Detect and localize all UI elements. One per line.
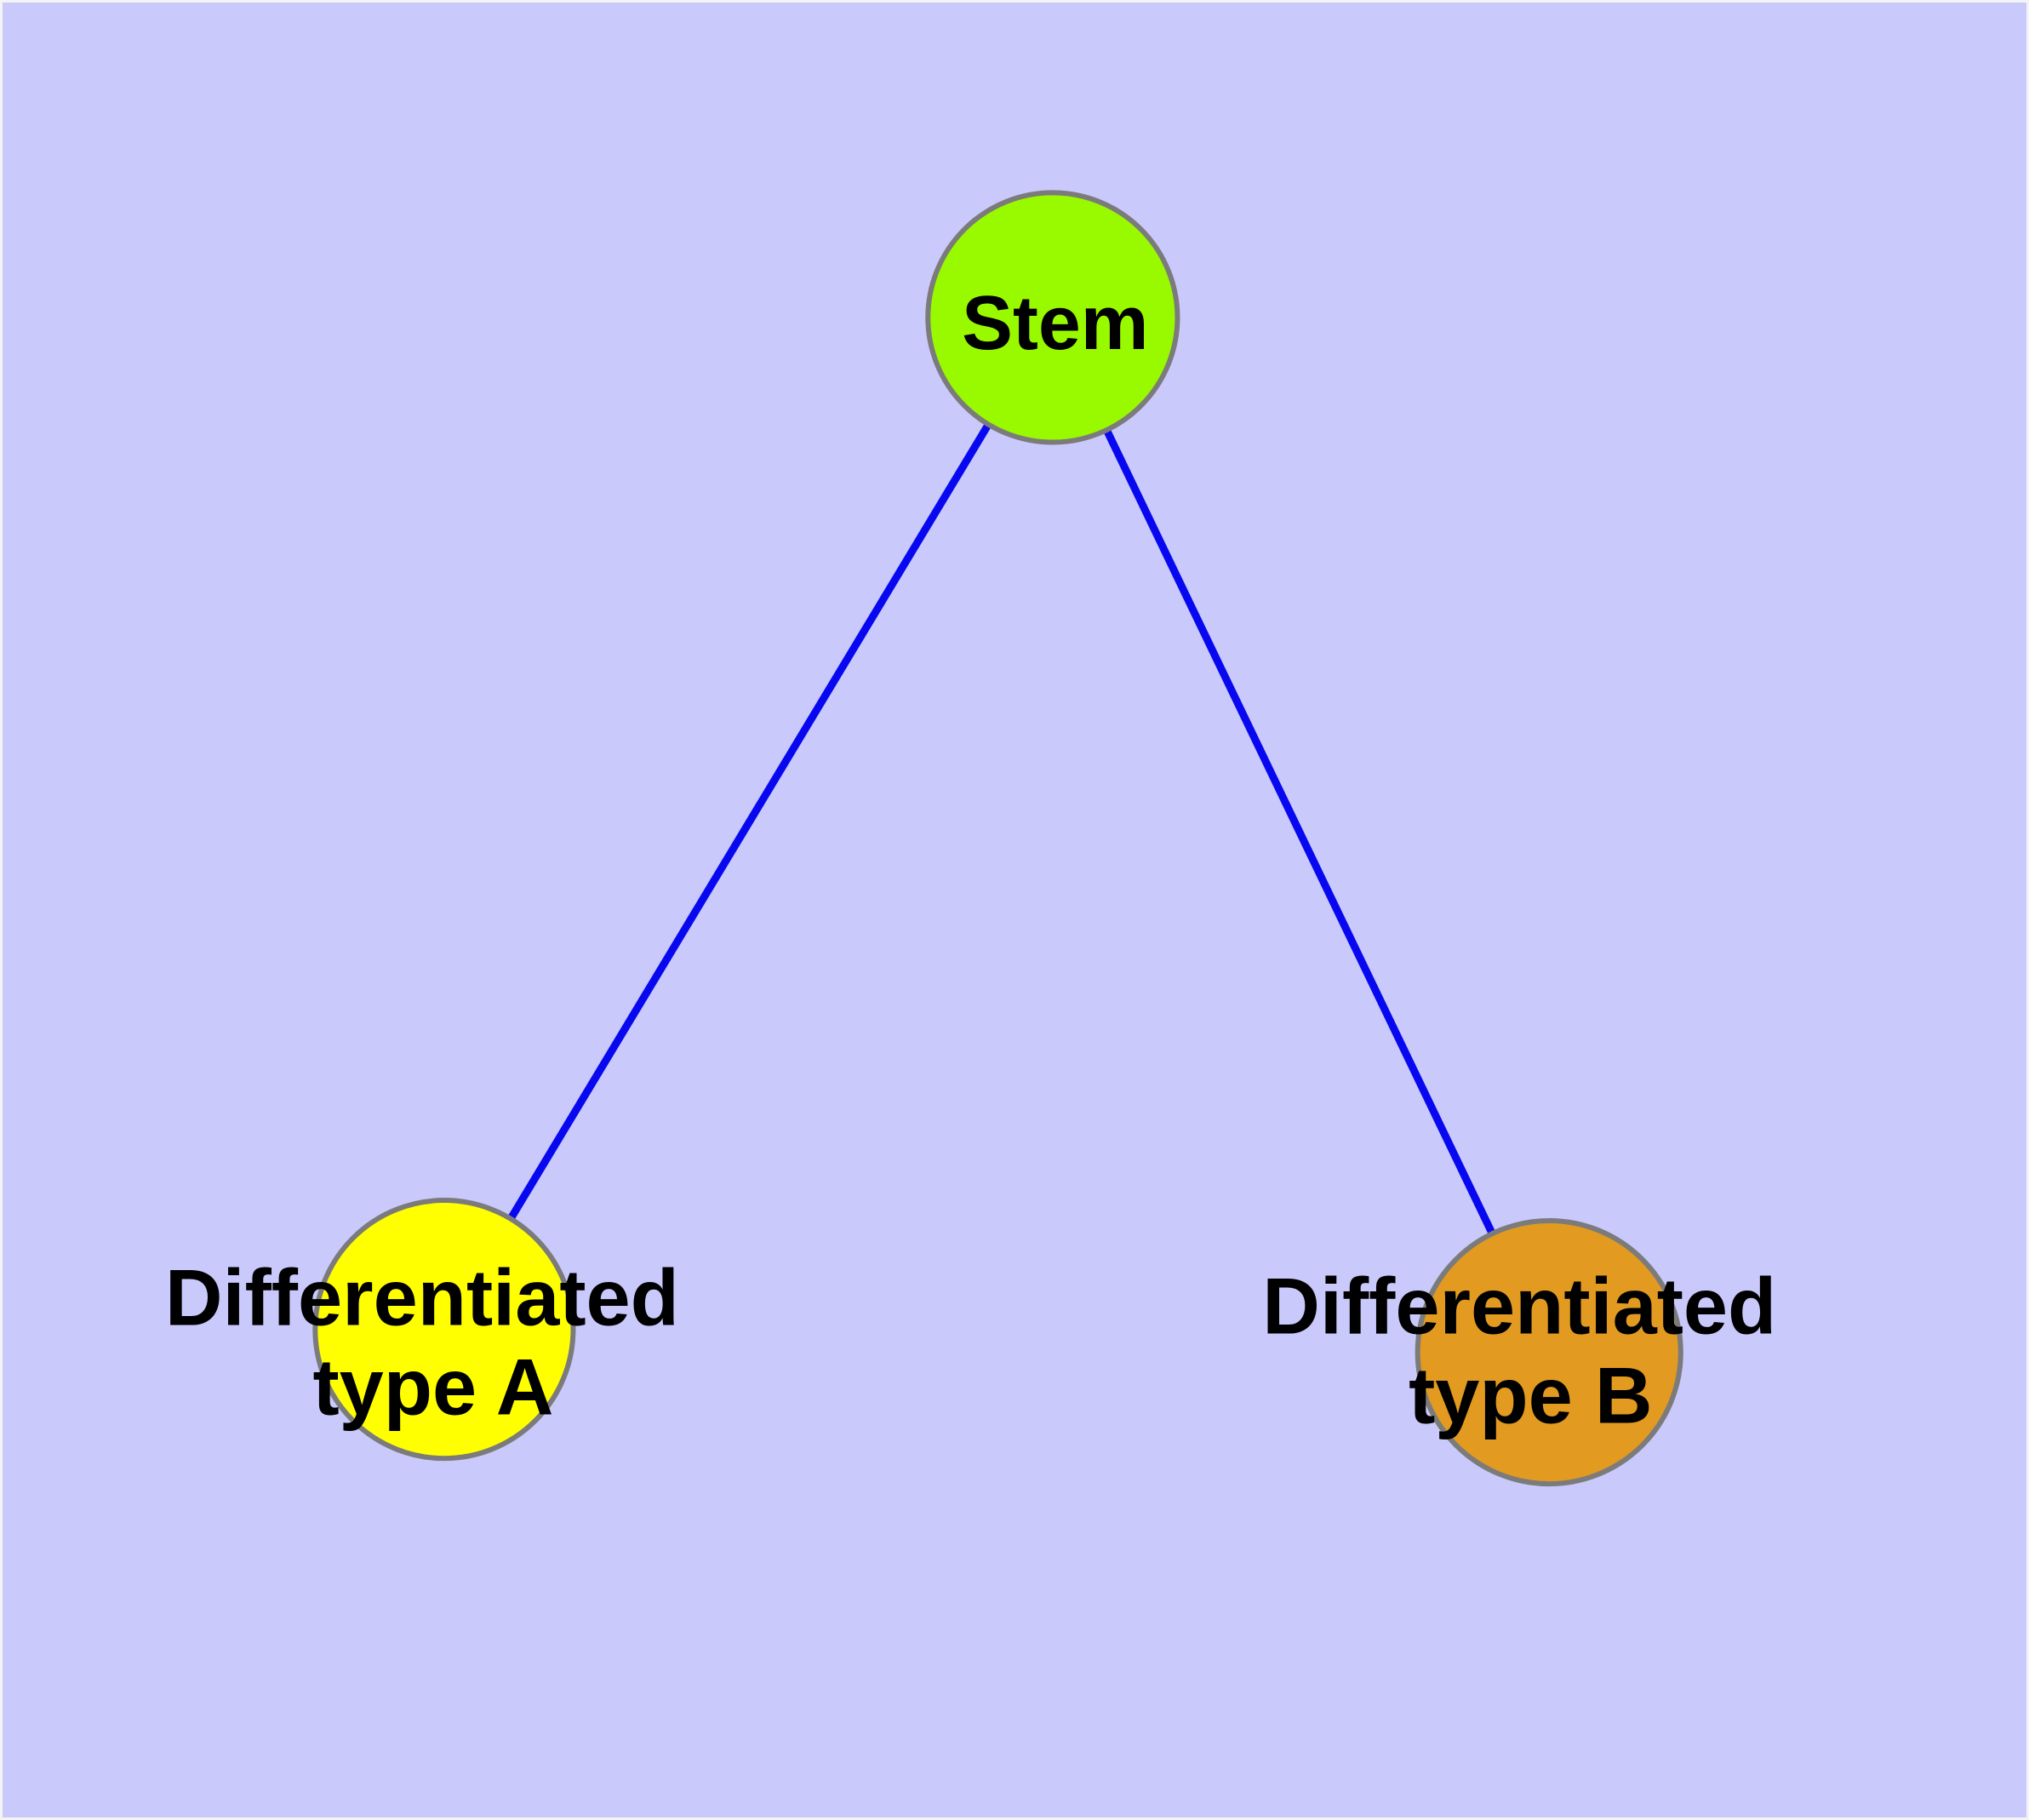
node-type-b-label-line2: type B <box>1409 1350 1652 1439</box>
node-type-a-circle <box>312 1198 576 1462</box>
node-type-b-label: Differentiated type B <box>1262 1262 1798 1440</box>
node-type-a-label: Differentiated type A <box>165 1253 701 1432</box>
node-type-a-label-line2: type A <box>312 1342 553 1431</box>
node-type-b-circle <box>1415 1217 1683 1487</box>
node-stem-label: Stem <box>962 281 1148 366</box>
edge-stem-to-type-b <box>1049 316 1553 1354</box>
node-type-a-label-line1: Differentiated <box>165 1253 679 1342</box>
node-stem-circle <box>925 190 1180 445</box>
edge-stem-to-type-a <box>441 315 1056 1331</box>
node-type-b-label-line1: Differentiated <box>1262 1262 1776 1351</box>
lineage-diagram: Stem Differentiated type A Differentiate… <box>165 190 1798 1487</box>
